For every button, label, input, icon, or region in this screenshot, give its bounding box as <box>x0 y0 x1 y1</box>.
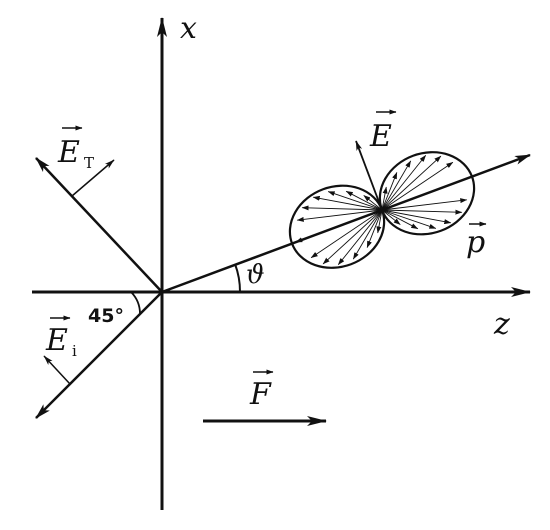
e-incident-label: E <box>45 323 68 358</box>
dipole-label: p <box>466 225 485 260</box>
vector-marks <box>50 109 487 375</box>
e-incident-arrow <box>43 355 71 385</box>
e-field-label: E <box>369 119 392 154</box>
incident-ray <box>35 291 163 419</box>
z-axis-label: z <box>493 307 510 342</box>
theta-label: ϑ <box>246 260 265 290</box>
theta-arc <box>234 263 242 293</box>
e-transmitted-subscript: T <box>84 154 94 172</box>
e-transmitted-label: E <box>57 135 80 170</box>
angle-45-arc <box>130 291 141 315</box>
lobe-rays <box>295 154 468 266</box>
angle-45-label: 45° <box>88 305 124 327</box>
e-transmitted-arrow <box>71 159 115 197</box>
transmitted-ray <box>35 157 163 293</box>
e-field-arrow <box>355 140 383 211</box>
force-label: F <box>249 377 272 412</box>
e-incident-subscript: i <box>72 342 77 360</box>
x-axis-label: x <box>180 11 197 46</box>
